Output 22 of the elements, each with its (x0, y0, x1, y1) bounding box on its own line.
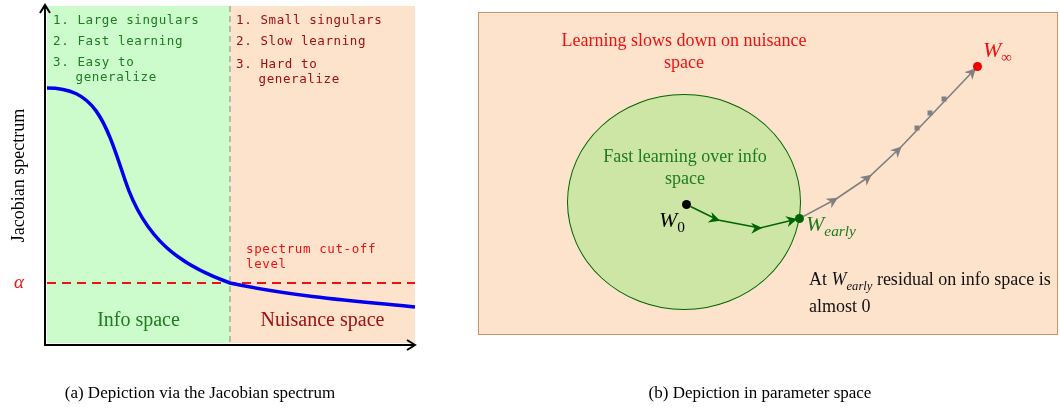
region-label: Info space (96, 308, 181, 331)
list-item: 2. Fast learning (53, 33, 184, 48)
list-item: 3. Easy to generalize (53, 54, 158, 84)
point-label: W$_{0}$ (659, 207, 687, 237)
list-item: 1. Small singulars (236, 12, 384, 27)
arrow (689, 205, 796, 234)
parameter-space-panel (478, 12, 1058, 335)
annotation-text: At W$_{early}$ residual on info space is almost 0 (809, 269, 1052, 316)
axis-label: Jacobian spectrum (7, 107, 29, 245)
arrow (802, 68, 976, 218)
threshold-symbol: α (14, 271, 25, 293)
annotation-text: Learning slows down on nuisance space (560, 29, 808, 73)
caption: (b) Depiction in parameter space (647, 383, 873, 403)
list-item: 3. Hard to generalize (236, 56, 341, 86)
threshold-label: spectrum cut-off level (246, 241, 377, 271)
point-label: W$_{early}$ (806, 211, 857, 241)
caption: (a) Depiction via the Jacobian spectrum (63, 383, 337, 403)
region-label: Nuisance space (259, 308, 386, 331)
list-item: 2. Slow learning (236, 33, 367, 48)
list-item: 1. Large singulars (53, 12, 201, 27)
point-label: W$_{∞}$ (983, 37, 1014, 67)
circle-label: Fast learning over info space (602, 145, 768, 189)
